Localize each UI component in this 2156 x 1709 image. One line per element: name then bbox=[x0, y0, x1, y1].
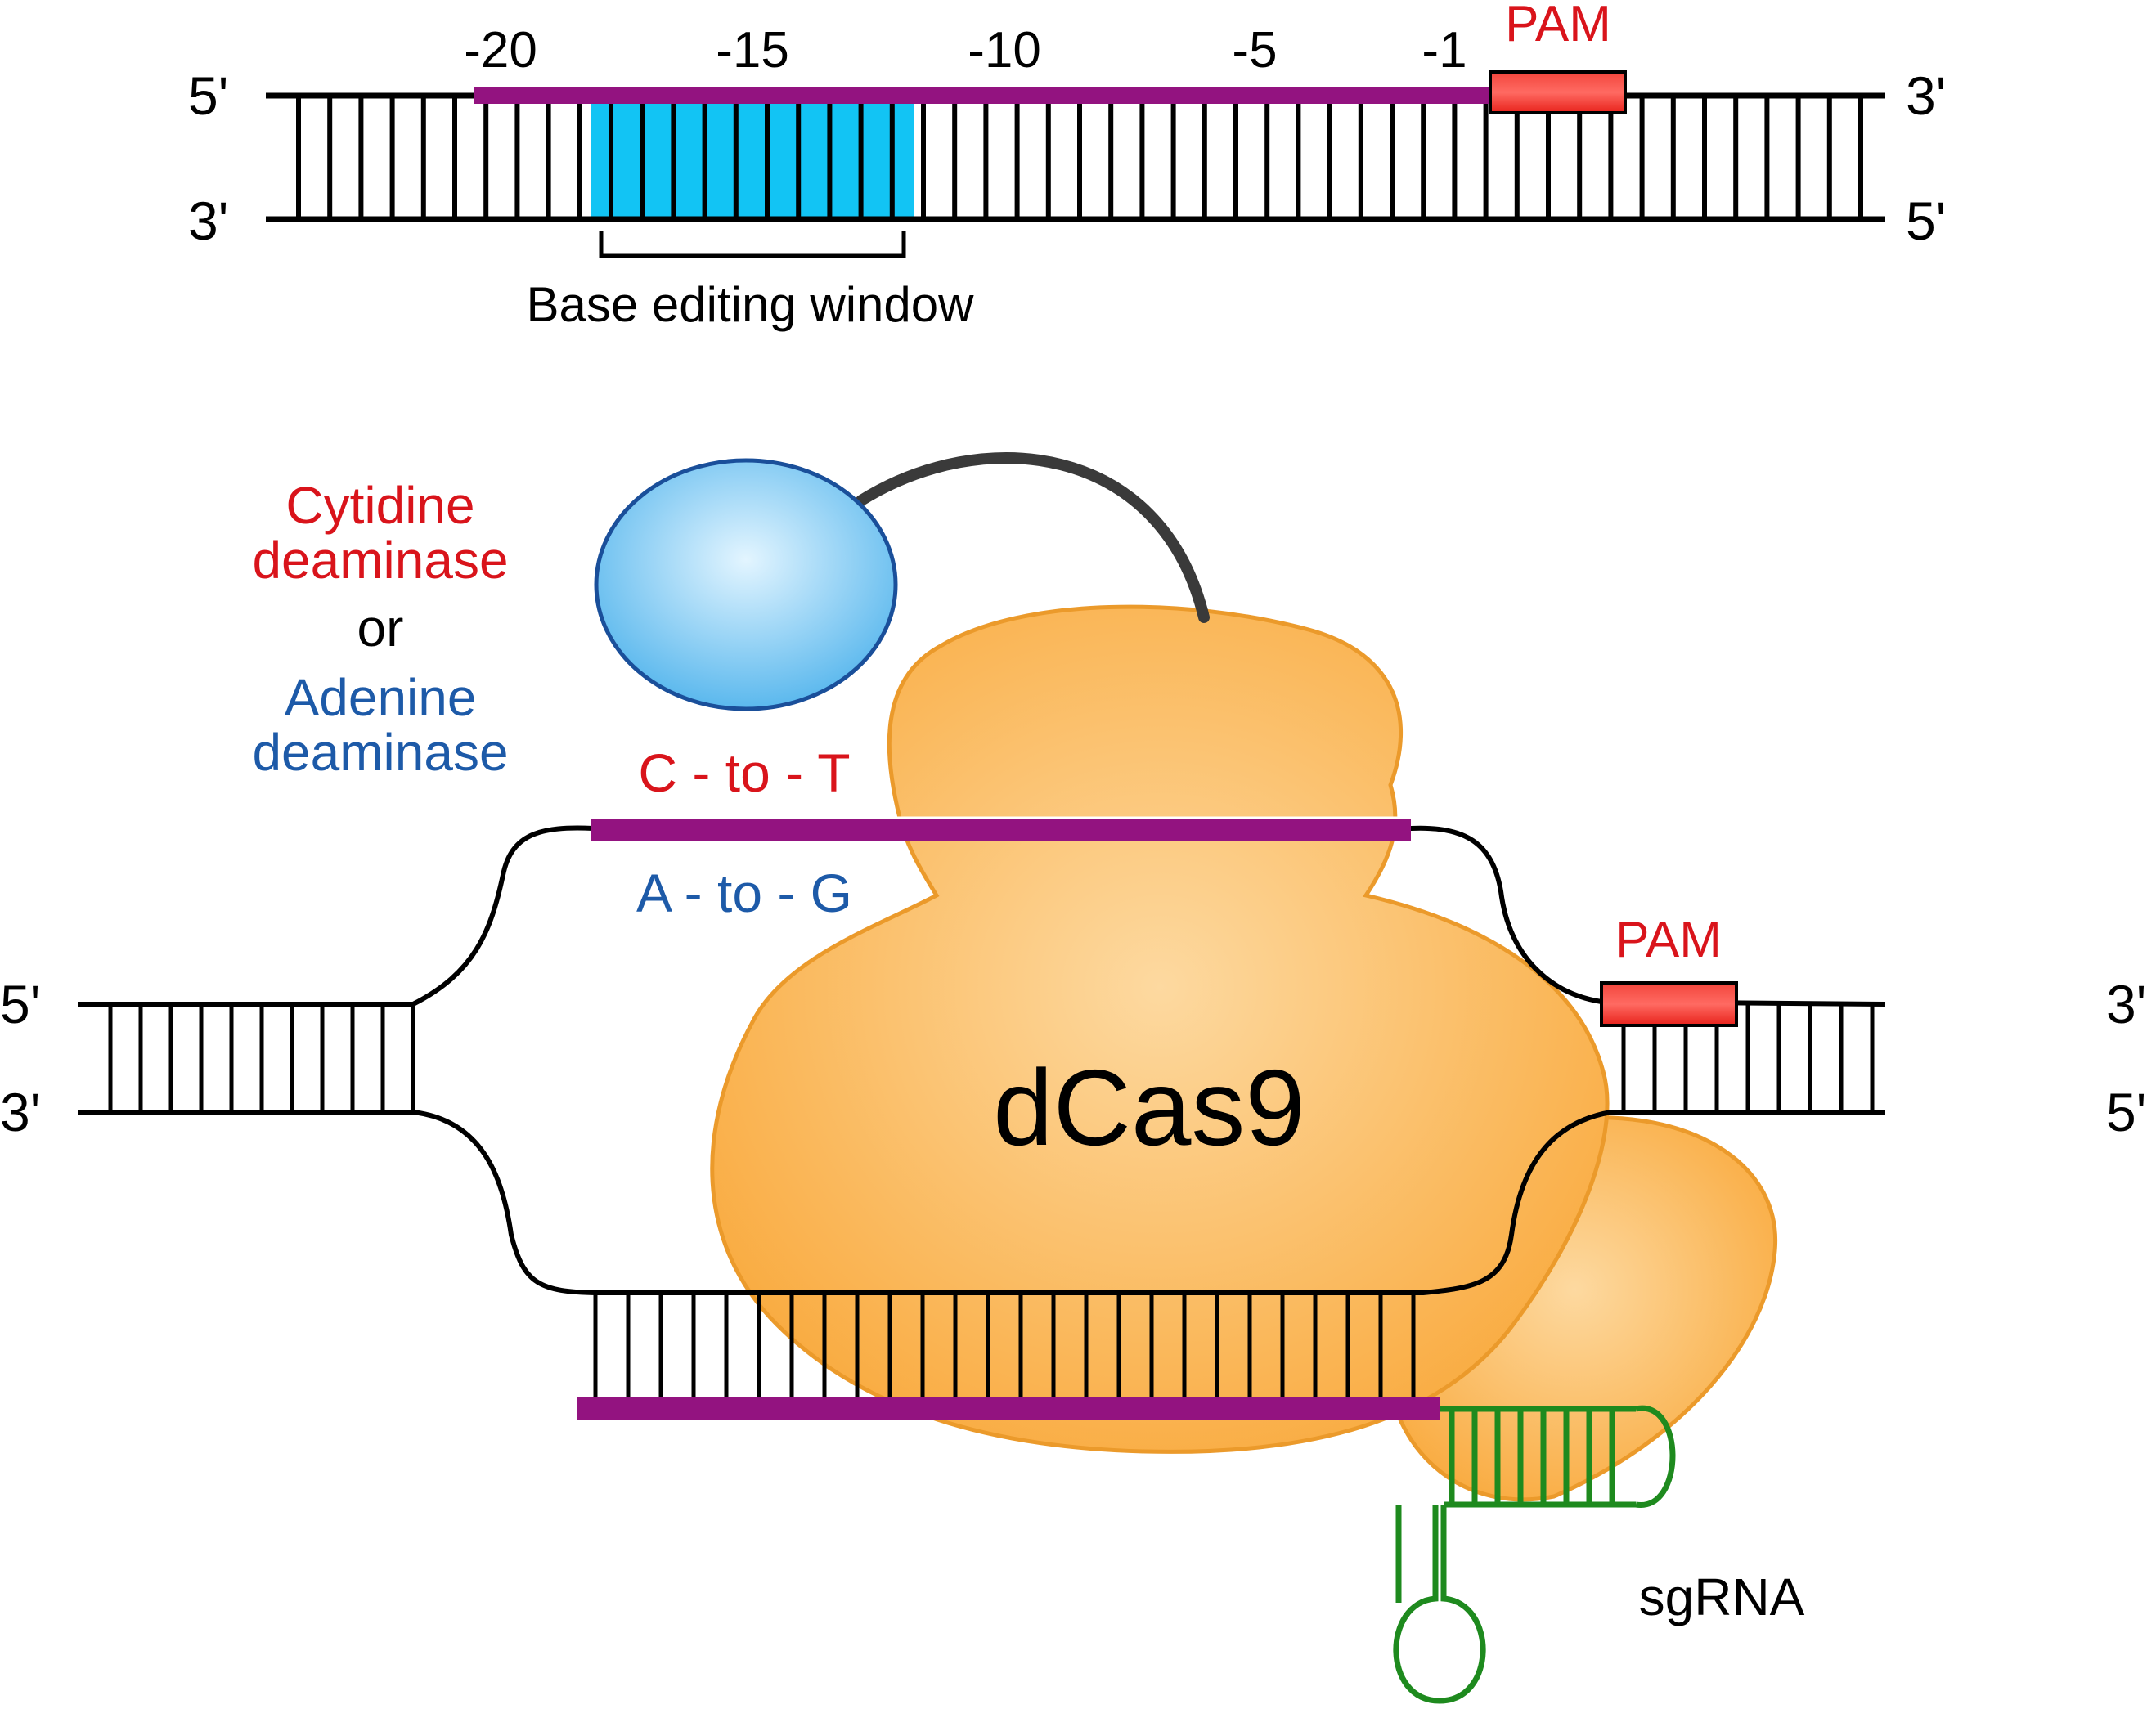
top-pam-box bbox=[1489, 70, 1627, 114]
bottom-panel: 5' 3' 3' 5' Cytidine deaminase or Adenin… bbox=[0, 452, 2146, 1704]
left-duplex-rungs bbox=[108, 1004, 415, 1112]
dcas9-main-body bbox=[710, 604, 1610, 1454]
editing-window-bracket bbox=[599, 231, 906, 258]
adenine-deaminase-label-line2: deaminase bbox=[252, 723, 508, 782]
sgrna-scaffold bbox=[1393, 1405, 1676, 1704]
target-strand bbox=[78, 1110, 1885, 1295]
editing-window-highlight bbox=[591, 96, 914, 218]
bottom-pam-label: PAM bbox=[1615, 912, 1722, 968]
position-label-minus5: -5 bbox=[1232, 22, 1277, 78]
sgrna-label: sgRNA bbox=[1639, 1568, 1805, 1626]
deaminase-domain bbox=[594, 458, 898, 711]
top-5prime-left: 5' bbox=[188, 65, 228, 126]
linker-tether bbox=[856, 452, 1210, 623]
heteroduplex-rungs bbox=[593, 1293, 1416, 1409]
position-label-minus10: -10 bbox=[968, 22, 1041, 78]
position-label-minus1: -1 bbox=[1422, 22, 1467, 78]
top-panel: 5' 3' 3' 5' -20 -15 -10 -5 -1 PAM Base e… bbox=[188, 0, 1946, 332]
top-pam-label: PAM bbox=[1505, 0, 1611, 52]
position-label-minus20: -20 bbox=[464, 22, 537, 78]
top-dna-rungs bbox=[296, 96, 1863, 219]
cytidine-deaminase-label-line1: Cytidine bbox=[285, 476, 474, 535]
cytidine-deaminase-label-line2: deaminase bbox=[252, 531, 508, 590]
adenine-deaminase-label-line1: Adenine bbox=[285, 668, 477, 727]
position-label-minus15: -15 bbox=[716, 22, 789, 78]
top-3prime-left: 3' bbox=[188, 191, 228, 251]
c-to-t-label: C - to - T bbox=[638, 742, 850, 803]
base-editing-window-label: Base editing window bbox=[526, 277, 974, 332]
a-to-g-label: A - to - G bbox=[636, 863, 852, 923]
bottom-5prime-right: 5' bbox=[2106, 1082, 2146, 1142]
dcas9-label: dCas9 bbox=[993, 1047, 1305, 1168]
bottom-3prime-right: 3' bbox=[2106, 974, 2146, 1034]
top-5prime-right: 5' bbox=[1906, 191, 1946, 251]
or-label: or bbox=[357, 599, 404, 657]
top-3prime-right: 3' bbox=[1906, 65, 1946, 126]
bottom-5prime-left: 5' bbox=[0, 974, 40, 1034]
bottom-pam-box bbox=[1600, 981, 1738, 1027]
bottom-3prime-left: 3' bbox=[0, 1082, 40, 1142]
